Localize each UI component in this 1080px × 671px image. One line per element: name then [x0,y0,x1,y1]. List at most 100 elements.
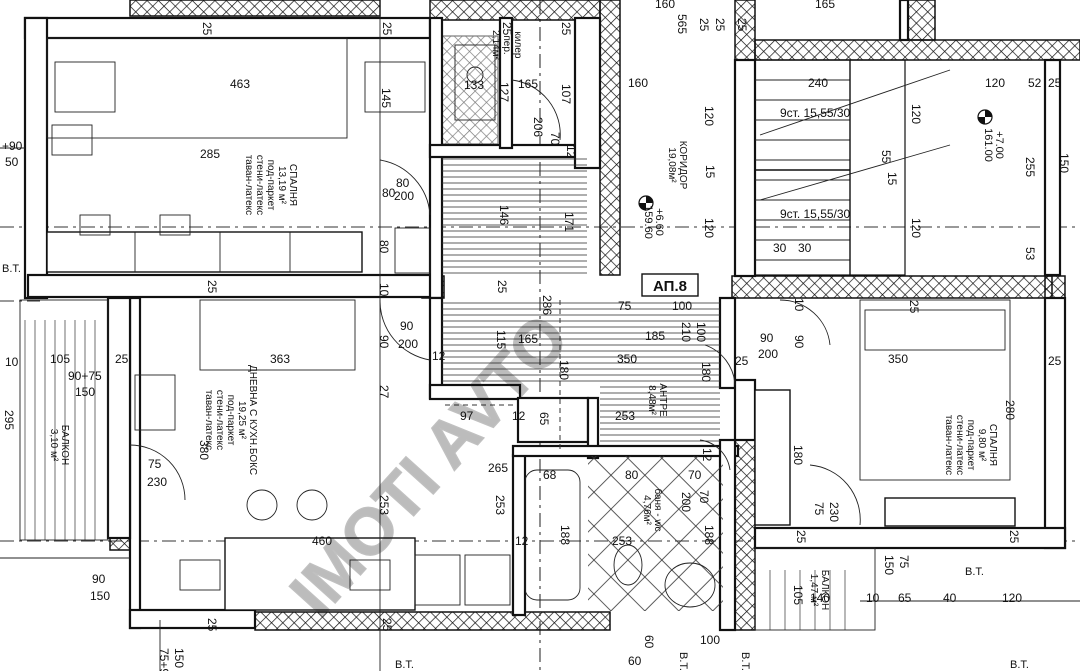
dim-30a: 30 [773,241,787,255]
room-labels: СПАЛНЯ 13,19 м² под-паркет стени-латекс … [48,30,998,610]
dim-80c: 80 [625,468,639,482]
dim-80d: 80 [377,240,391,254]
dim-12a: 12 [564,145,578,159]
bedroom2-area: 9,80 м² [976,429,987,462]
balconies [19,299,876,631]
dim-12b: 12 [432,349,446,363]
dim-75d: 75 [897,555,911,569]
vt-label-4: В.Т. [677,652,689,671]
dim-15b: 15 [885,172,899,186]
dim-25e: 25 [559,22,573,36]
bedroom1-name: СПАЛНЯ [287,164,298,206]
dim-75c: 75 [812,502,826,516]
floor-finishes [442,157,723,611]
bedroom1-area: 13,19 м² [276,166,287,205]
bedroom2-floor: под-паркет [965,420,976,471]
dim-25o: 25 [794,530,808,544]
dim-230a: 230 [147,475,167,489]
dim-25c: 25 [115,352,129,366]
dim-90a: 90 [400,319,414,333]
dim-265: 265 [488,461,508,475]
dim-15a: 15 [703,165,717,179]
dim-200d: 200 [679,492,693,512]
dim-253c: 253 [612,534,632,548]
dim-10b: 10 [5,355,19,369]
living-floor: под-паркет [225,395,236,446]
dim-188a: 188 [558,525,572,545]
dim-70a: 70 [548,132,562,146]
dim-115: 115 [494,330,508,349]
dim-165c: 165 [518,332,538,346]
vt-label-3: В.Т. [965,566,984,578]
watermark-text: IMOTI AVTO [275,300,582,629]
dim-150c: 150 [90,589,110,603]
dim-463: 463 [230,77,250,91]
bedroom2-ceiling: таван-латекс [943,415,954,475]
dim-80b: 80 [382,186,396,200]
dim-150e: 150 [172,648,186,668]
dim-25b: 25 [380,22,394,36]
dim-25i: 25 [205,280,219,294]
dim-280: 280 [1003,400,1017,420]
dim-75p: 75+9 [157,648,171,671]
dim-185: 185 [645,329,665,343]
dim-90b: 90 [377,335,391,349]
dim-90p75: 90+75 [68,369,102,383]
dim-120a: 120 [702,106,716,126]
vt-label-1: В.Т. [2,263,21,275]
balcony2-name: БАЛКОН [819,570,830,611]
closet-name: килер [512,32,523,59]
bedroom1-ceiling: таван-латекс [243,155,254,215]
dim-107: 107 [559,84,573,104]
bedroom1-floor: под-паркет [265,160,276,211]
dim-120d: 120 [909,104,923,124]
dim-253a: 253 [615,409,635,423]
dim-160b: 160 [628,76,648,90]
dim-285: 285 [200,147,220,161]
dim-12c: 12 [512,409,526,423]
dim-120e: 120 [909,218,923,238]
dim-180a: 180 [557,360,571,380]
dim-70c: 70 [697,490,711,504]
dim-100a: 100 [672,299,692,313]
dim-253b: 253 [377,495,391,515]
dim-90f: +90 [2,139,23,153]
dim-146: 146 [497,205,511,225]
dim-253: 253 [493,495,507,515]
balcony1-name: БАЛКОН [59,425,70,466]
dim-200a: 200 [394,189,414,203]
vt-labels: В.Т. В.Т. В.Т. В.Т. В.Т. В.Т. [2,263,1029,671]
dim-286: 286 [540,295,554,315]
dim-75a: 75 [618,299,632,313]
dim-10a: 10 [792,298,806,312]
closet-area: 2,14м² [490,30,501,60]
staircase [754,59,951,276]
entry-area: 8,48м² [646,385,657,415]
level-2-value: +7.00 [993,131,1005,159]
stair-flight-2: 9ст. 15,55/30 [780,207,851,221]
dim-25m: 25 [205,618,219,632]
living-name: ДНЕВНА С КУХН.БОКС [247,365,258,475]
dim-120f: 120 [1002,591,1022,605]
dim-53: 53 [1023,247,1037,261]
dim-60a: 60 [628,654,642,668]
dim-25d: 25 [500,22,514,36]
living-walls: стени-латекс [214,390,225,450]
dim-65: 65 [537,412,551,426]
dim-565: 565 [675,14,689,34]
dim-30b: 30 [798,241,812,255]
dim-127: 127 [497,82,511,102]
dim-171: 171 [562,212,576,232]
dim-25p: 25 [1007,530,1021,544]
apartment-label-text: АП.8 [653,278,687,295]
dim-25l: 25 [1048,354,1062,368]
dim-230b: 230 [827,502,841,522]
entry-name: АНТРЕ [657,383,668,417]
corridor-name: КОРИДОР [677,141,688,190]
dim-10d: 10 [377,283,391,297]
dim-255: 255 [1023,157,1037,177]
dim-70b: 70 [688,468,702,482]
bedroom2-walls: стени-латекс [954,415,965,475]
dim-25g: 25 [713,18,727,32]
